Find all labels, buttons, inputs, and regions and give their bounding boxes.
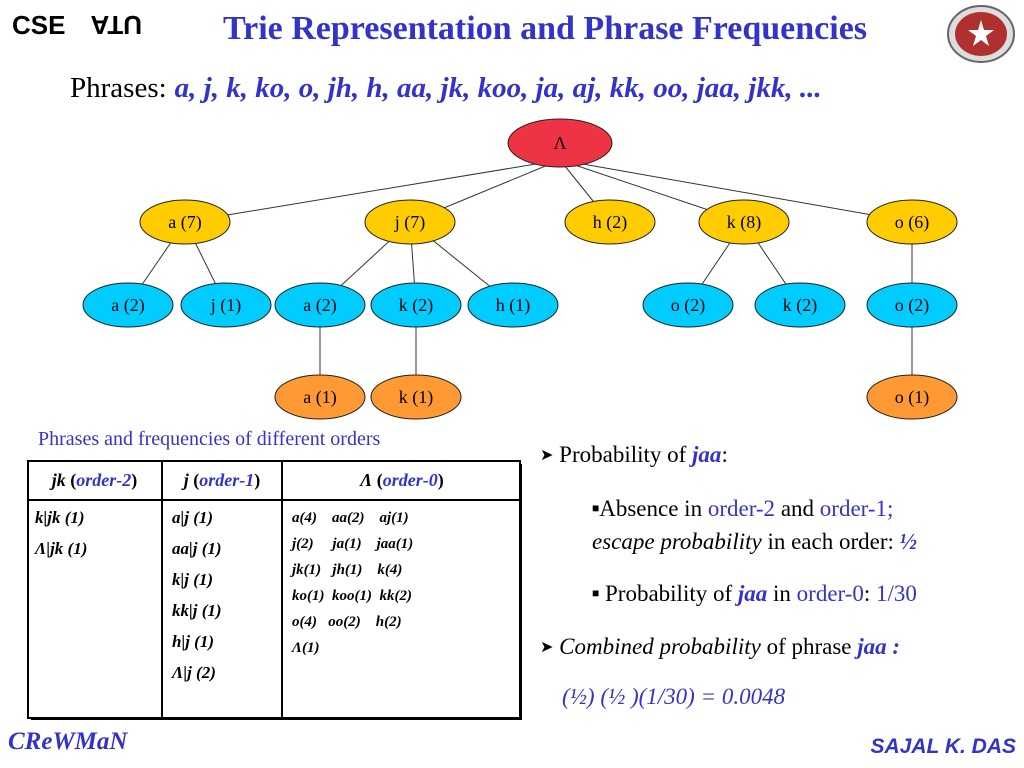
table-grid (27, 460, 522, 720)
trie-node-level1: j (7) (364, 199, 456, 245)
order-0-entry: j(2) ja(1) jaa(1) (292, 536, 414, 552)
trie-node-level3: a (1) (274, 374, 366, 420)
header-order-2: jk (order-2) (51, 469, 138, 490)
square-bullet-icon: ■ (592, 501, 600, 515)
trie-node-label: o (1) (895, 387, 930, 408)
trie-node-level2: j (1) (180, 282, 272, 328)
slide-title: Trie Representation and Phrase Frequenci… (222, 10, 868, 47)
trie-node-shape (274, 374, 366, 420)
trie-node-label: h (2) (593, 212, 628, 233)
trie-root-node: Λ (507, 118, 613, 168)
trie-node-level1: h (2) (564, 199, 656, 245)
trie-node-label: k (2) (399, 295, 434, 316)
order-0-entry: a(4) aa(2) aj(1) (292, 510, 409, 526)
table-caption: Phrases and frequencies of different ord… (38, 428, 381, 450)
trie-node-level2: a (2) (274, 282, 366, 328)
header-order-1: j (order-1) (183, 469, 261, 490)
trie-node-level2: o (2) (866, 282, 958, 328)
trie-node-label: Λ (553, 133, 566, 153)
cse-uta-logo: CSE UTA (12, 10, 142, 40)
trie-node-level2: a (2) (82, 282, 174, 328)
trie-node-level1: o (6) (866, 199, 958, 245)
trie-node-level2: o (2) (642, 282, 734, 328)
trie-node-shape (754, 282, 846, 328)
trie-node-shape (866, 199, 958, 245)
trie-node-level1: a (7) (139, 199, 231, 245)
trie-node-level2: k (2) (754, 282, 846, 328)
order-0-column: a(4) aa(2) aj(1) j(2) ja(1) jaa(1) jk(1)… (292, 510, 413, 666)
trie-node-label: o (6) (895, 212, 930, 233)
trie-diagram: Λa (7) j (7) h (2) k (8) o (6) a (2) j (1) a (2… (82, 118, 958, 420)
order-1-entry: h|j (1) (172, 632, 214, 651)
arrow-bullet-icon: ➤ (540, 639, 554, 656)
trie-node-shape (370, 374, 462, 420)
order-1-entry: kk|j (1) (172, 601, 222, 620)
order-2-entry: k|jk (1) (35, 508, 85, 527)
order-2-column: k|jk (1) Λ|jk (1) (35, 508, 87, 570)
trie-node-shape (364, 199, 456, 245)
trie-node-label: a (2) (303, 295, 336, 316)
trie-node-shape (82, 282, 174, 328)
trie-node-shape (698, 199, 790, 245)
bullet-combined: ➤ Combined probability of phrase jaa : (540, 634, 901, 659)
trie-node-shape (564, 199, 656, 245)
trie-node-label: a (2) (111, 295, 144, 316)
order-1-entry: aa|j (1) (172, 539, 222, 558)
university-seal-icon (947, 5, 1015, 63)
trie-node-label: a (7) (168, 212, 201, 233)
arrow-bullet-icon: ➤ (540, 447, 554, 464)
footer-crewman: CReWMaN (8, 728, 128, 755)
trie-node-label: j (1) (210, 295, 242, 316)
order-0-entry: ko(1) koo(1) kk(2) (292, 588, 412, 604)
subbullet-absence: ■Absence in order-2 and order-1; (592, 496, 894, 521)
trie-edges (127, 159, 913, 397)
trie-node-shape (180, 282, 272, 328)
trie-node-label: k (2) (783, 295, 818, 316)
trie-node-label: h (1) (496, 295, 531, 316)
trie-node-label: k (8) (727, 212, 762, 233)
header-order-0: Λ (order-0) (360, 469, 444, 490)
combined-result: (½) (½ )(1/30) = 0.0048 (562, 684, 786, 709)
trie-node-label: k (1) (399, 387, 434, 408)
square-bullet-icon: ■ (592, 586, 600, 600)
trie-node-level1: k (8) (698, 199, 790, 245)
order-0-entry: Λ(1) (292, 640, 320, 656)
order-1-entry: Λ|j (2) (172, 663, 216, 682)
svg-text:UTA: UTA (90, 10, 142, 40)
order-0-entry: jk(1) jh(1) k(4) (292, 562, 403, 578)
svg-text:CSE: CSE (12, 10, 65, 40)
trie-node-shape (467, 282, 559, 328)
trie-node-level2: k (2) (370, 282, 462, 328)
trie-node-shape (866, 282, 958, 328)
trie-node-label: o (2) (895, 295, 930, 316)
order-1-entry: a|j (1) (172, 508, 214, 527)
trie-node-shape (866, 374, 958, 420)
phrases-label: Phrases: (70, 72, 167, 104)
footer-author: SAJAL K. DAS (870, 735, 1016, 758)
trie-node-shape (642, 282, 734, 328)
trie-node-level3: o (1) (866, 374, 958, 420)
trie-node-level2: h (1) (467, 282, 559, 328)
trie-node-shape (370, 282, 462, 328)
order-0-entry: o(4) oo(2) h(2) (292, 614, 402, 630)
trie-node-shape (507, 118, 613, 168)
phrases-list: a, j, k, ko, o, jh, h, aa, jk, koo, ja, … (174, 72, 822, 104)
order-1-column: a|j (1) aa|j (1) k|j (1) kk|j (1) h|j (1… (172, 508, 222, 694)
trie-node-shape (139, 199, 231, 245)
order-2-entry: Λ|jk (1) (35, 539, 88, 558)
trie-node-label: a (1) (303, 387, 336, 408)
trie-node-label: j (7) (394, 212, 426, 233)
subbullet-order0: ■ Probability of jaa in order-0: 1/30 (592, 581, 917, 606)
trie-node-label: o (2) (671, 295, 706, 316)
bullet-probability-jaa: ➤ Probability of jaa: (540, 442, 728, 467)
trie-node-level3: k (1) (370, 374, 462, 420)
phrases-line: Phrases:a, j, k, ko, o, jh, h, aa, jk, k… (70, 72, 822, 105)
trie-node-shape (274, 282, 366, 328)
frequency-table: jk (order-2) j (order-1) Λ (order-0) k|j… (27, 460, 522, 720)
subbullet-escape: escape probability in each order: ½ (592, 529, 917, 554)
order-1-entry: k|j (1) (172, 570, 214, 589)
